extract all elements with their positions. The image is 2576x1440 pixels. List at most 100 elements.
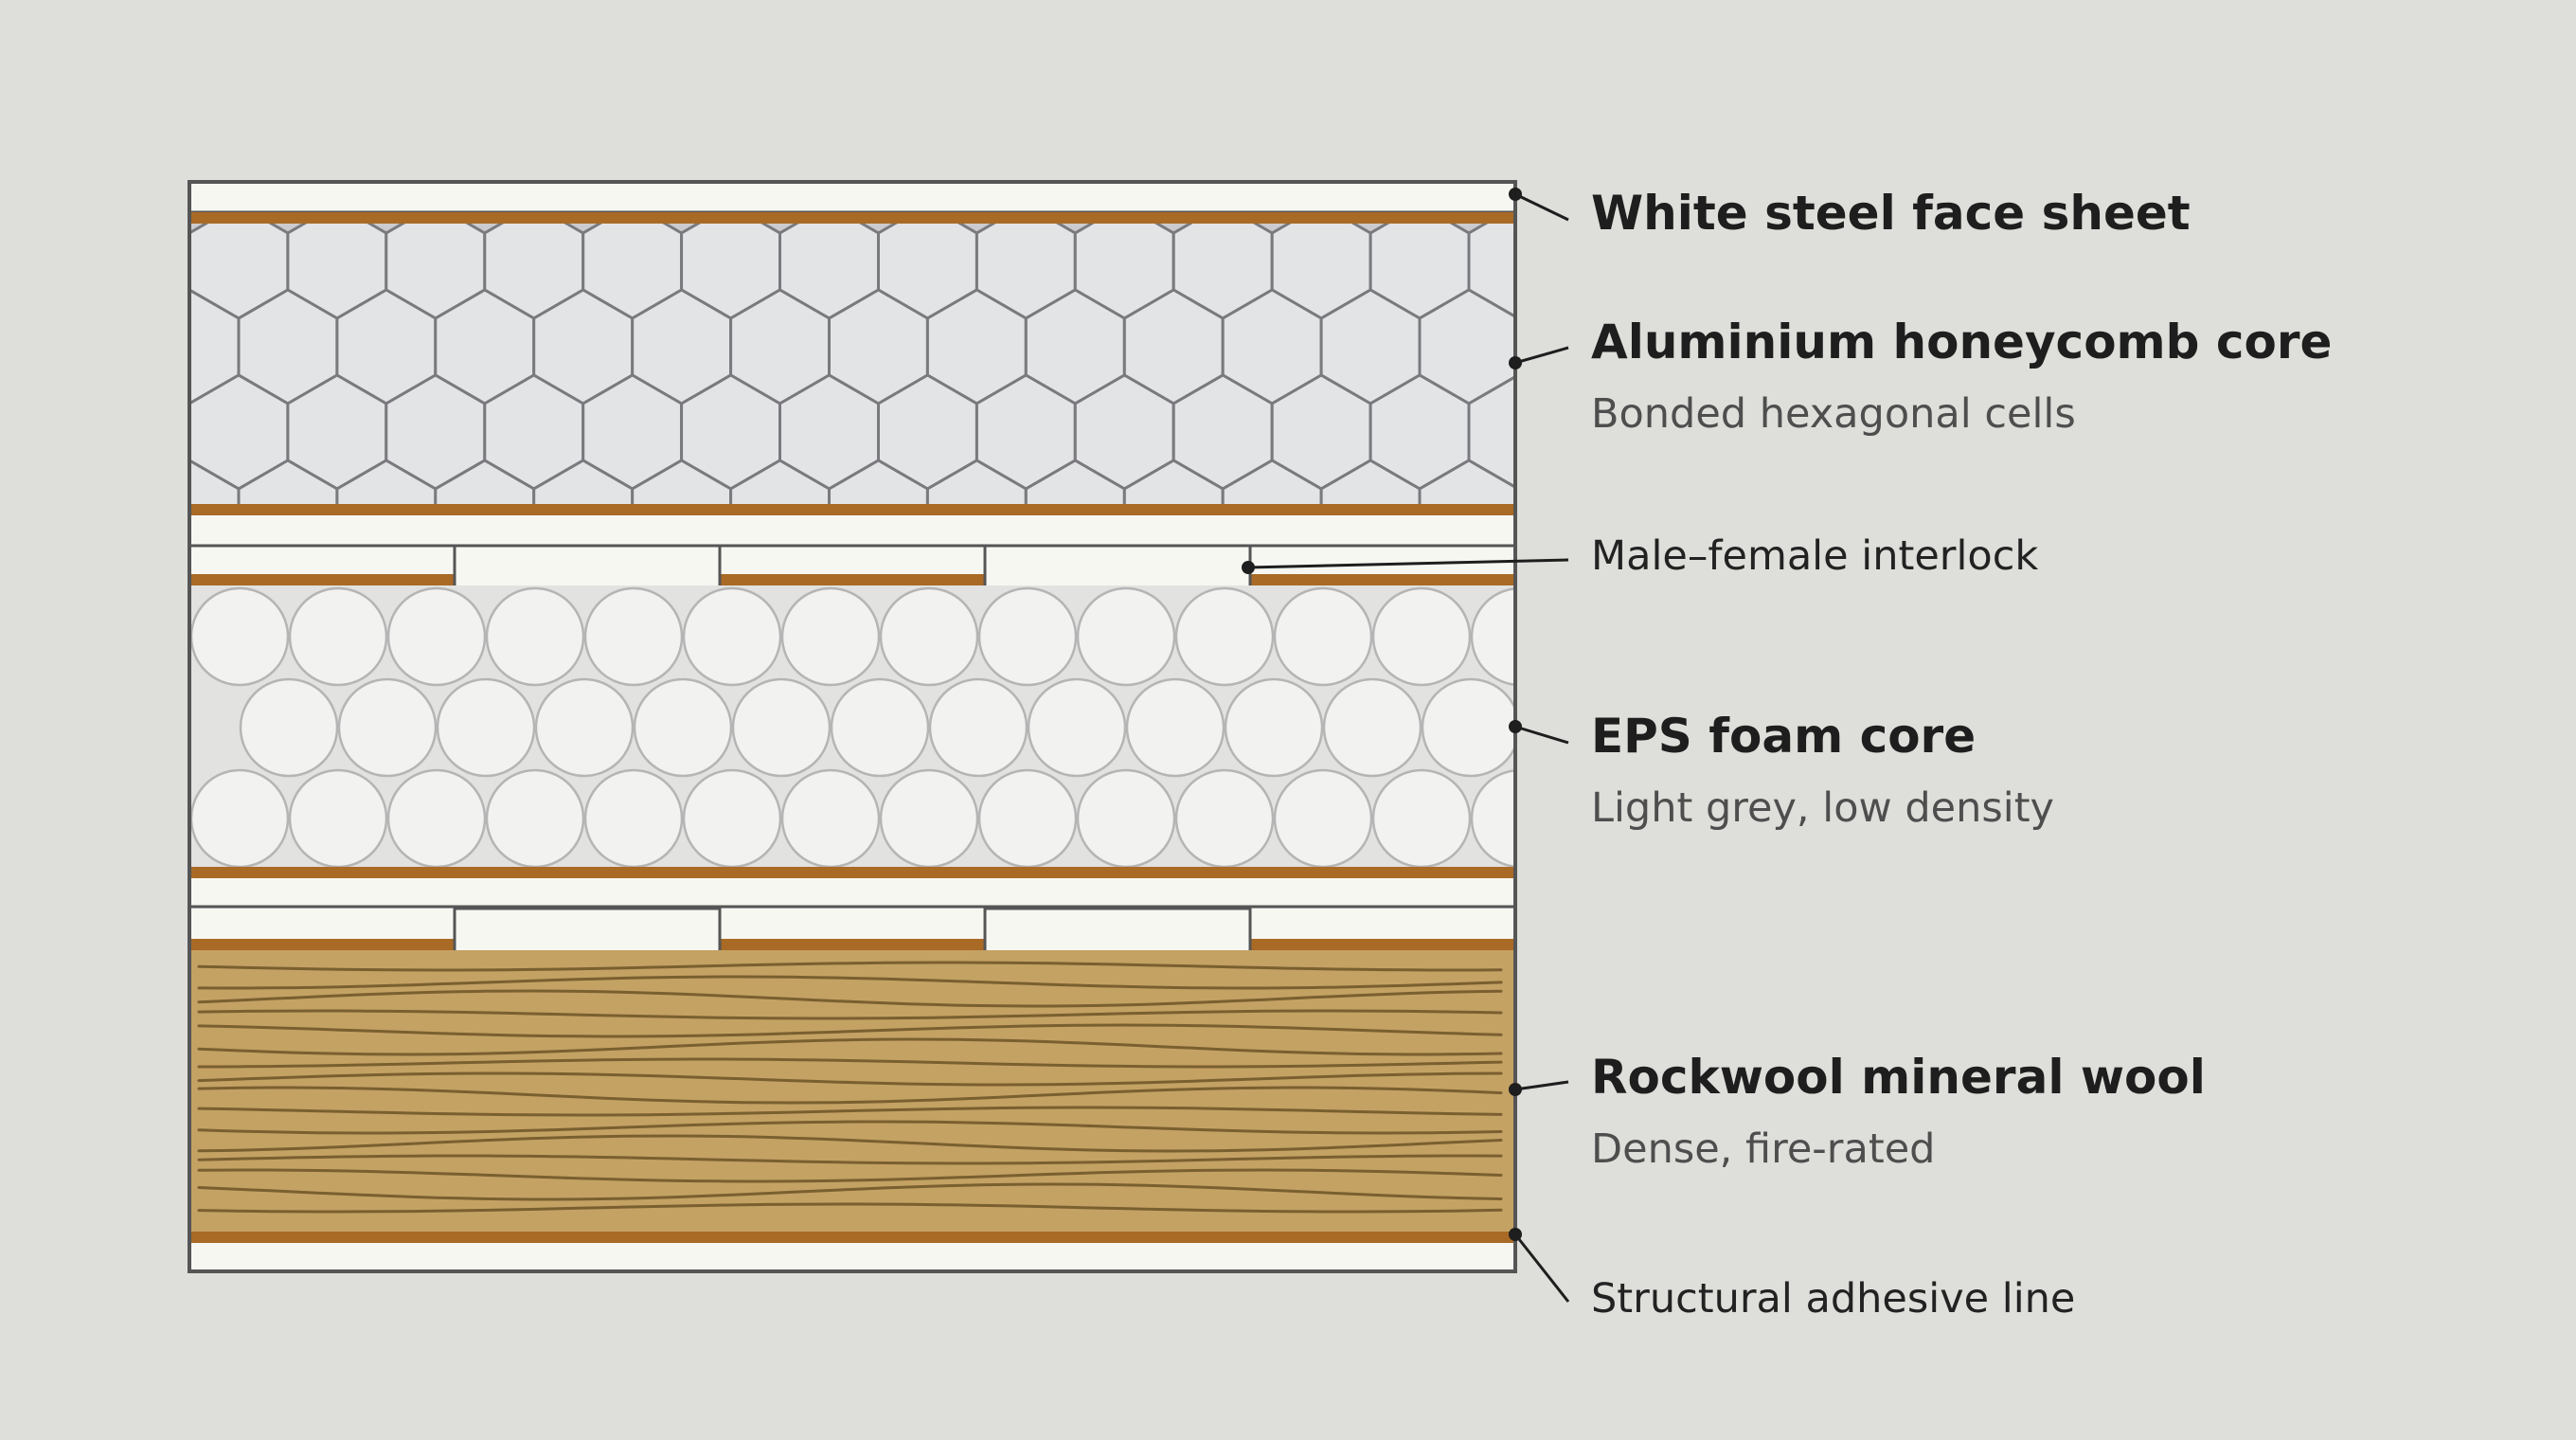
top-face-sheet bbox=[188, 180, 1517, 214]
rockwool-fiber bbox=[197, 1134, 1503, 1153]
eps-bead bbox=[682, 586, 782, 687]
label-eps-sub: Light grey, low density bbox=[1591, 784, 2054, 832]
eps-bead bbox=[879, 768, 979, 867]
honeycomb-cell bbox=[1024, 459, 1126, 504]
eps-bead bbox=[1470, 587, 1515, 686]
eps-bead bbox=[780, 768, 881, 867]
honeycomb-cell bbox=[1122, 459, 1225, 504]
eps-bead bbox=[189, 768, 290, 867]
label-honeycomb-title: Aluminium honeycomb core bbox=[1591, 315, 2333, 369]
honeycomb-cell bbox=[189, 231, 191, 292]
rockwool-fiber bbox=[197, 1023, 1503, 1038]
honeycomb-cell bbox=[1418, 459, 1515, 504]
eps-bead bbox=[1470, 769, 1515, 867]
label-rockwool-title: Rockwool mineral wool bbox=[1591, 1050, 2206, 1105]
eps-bead bbox=[485, 768, 585, 867]
eps-bead bbox=[288, 768, 388, 867]
rockwool-fiber bbox=[197, 1037, 1503, 1056]
adhesive-line-6 bbox=[189, 1232, 1515, 1243]
middle-face-sheet-2 bbox=[189, 878, 1515, 907]
adhesive-line-1 bbox=[189, 212, 1515, 224]
honeycomb-cell bbox=[1221, 459, 1323, 504]
eps-bead bbox=[1322, 677, 1422, 778]
eps-bead bbox=[830, 677, 930, 778]
rockwool-fiber bbox=[197, 1168, 1503, 1183]
rockwool-fiber bbox=[197, 1182, 1503, 1201]
honeycomb-cell bbox=[532, 459, 635, 504]
honeycomb-cell bbox=[237, 459, 339, 504]
adhesive-line-4 bbox=[189, 867, 1515, 878]
eps-bead bbox=[1027, 677, 1127, 778]
honeycomb-cell bbox=[335, 459, 438, 504]
eps-bead bbox=[879, 586, 979, 687]
eps-bead bbox=[1174, 586, 1275, 687]
rockwool-fiber bbox=[197, 961, 1503, 972]
eps-beads bbox=[189, 586, 1515, 867]
leader-lines bbox=[1247, 192, 1570, 1303]
interlock-tongue-2a bbox=[453, 907, 722, 956]
interlock-tongue-2b bbox=[983, 907, 1252, 956]
bottom-face-sheet bbox=[189, 1243, 1515, 1271]
eps-bead bbox=[386, 768, 487, 867]
middle-face-sheet-1 bbox=[189, 515, 1515, 544]
rockwool-fiber bbox=[197, 1071, 1503, 1087]
rockwool-fiber bbox=[197, 1057, 1503, 1069]
label-interlock: Male–female interlock bbox=[1591, 532, 2039, 580]
eps-bead bbox=[633, 677, 733, 778]
interlock-face-strip-1 bbox=[189, 544, 1515, 574]
rockwool-fiber bbox=[197, 1086, 1503, 1105]
interlock-face-strip-2 bbox=[189, 909, 1515, 939]
eps-bead bbox=[1174, 768, 1275, 867]
adhesive-line-2 bbox=[189, 504, 1515, 515]
rockwool-fibers bbox=[197, 961, 1503, 1214]
eps-bead bbox=[189, 586, 290, 687]
rockwool-fiber bbox=[197, 1120, 1503, 1135]
honeycomb-cells bbox=[189, 224, 1515, 504]
adhesive-line-3 bbox=[189, 574, 1515, 585]
eps-bead bbox=[1421, 677, 1515, 778]
rockwool-fiber bbox=[197, 1009, 1503, 1020]
interlock-tongue-1b bbox=[983, 544, 1252, 591]
label-face-sheet: White steel face sheet bbox=[1591, 186, 2191, 241]
rockwool-fiber bbox=[197, 989, 1503, 1008]
label-adhesive: Structural adhesive line bbox=[1591, 1275, 2076, 1323]
label-rockwool-sub: Dense, fire-rated bbox=[1591, 1125, 1936, 1173]
rockwool-fiber bbox=[197, 1106, 1503, 1117]
leader-dots bbox=[1242, 188, 1522, 1241]
eps-bead bbox=[485, 586, 585, 687]
label-honeycomb-sub: Bonded hexagonal cells bbox=[1591, 390, 2076, 438]
eps-bead bbox=[1273, 768, 1373, 867]
eps-bead bbox=[731, 677, 832, 778]
rockwool-fiber bbox=[197, 1202, 1503, 1214]
eps-bead bbox=[239, 677, 339, 778]
honeycomb-cell bbox=[729, 459, 831, 504]
honeycomb-cell bbox=[189, 459, 241, 504]
honeycomb-cell bbox=[189, 402, 191, 462]
honeycomb-cell bbox=[925, 459, 1028, 504]
eps-bead bbox=[1273, 586, 1373, 687]
eps-bead bbox=[1076, 768, 1176, 867]
eps-bead bbox=[977, 586, 1078, 687]
eps-bead bbox=[1371, 768, 1472, 867]
eps-bead bbox=[1125, 677, 1225, 778]
eps-bead bbox=[1224, 677, 1324, 778]
honeycomb-cell bbox=[828, 459, 929, 504]
eps-bead bbox=[1371, 586, 1472, 687]
eps-bead bbox=[977, 768, 1078, 867]
eps-bead bbox=[583, 586, 684, 687]
eps-bead bbox=[534, 677, 635, 778]
interlock-tongue-1a bbox=[453, 544, 722, 591]
eps-bead bbox=[1076, 586, 1176, 687]
label-eps-title: EPS foam core bbox=[1591, 709, 1977, 764]
eps-bead bbox=[780, 586, 881, 687]
eps-bead bbox=[386, 586, 487, 687]
rockwool-fiber bbox=[197, 1154, 1503, 1165]
eps-bead bbox=[436, 677, 536, 778]
adhesive-line-5 bbox=[189, 939, 1515, 950]
honeycomb-cell bbox=[631, 459, 733, 504]
honeycomb-cell bbox=[434, 459, 536, 504]
rockwool-fiber bbox=[197, 975, 1503, 990]
eps-bead bbox=[583, 768, 684, 867]
